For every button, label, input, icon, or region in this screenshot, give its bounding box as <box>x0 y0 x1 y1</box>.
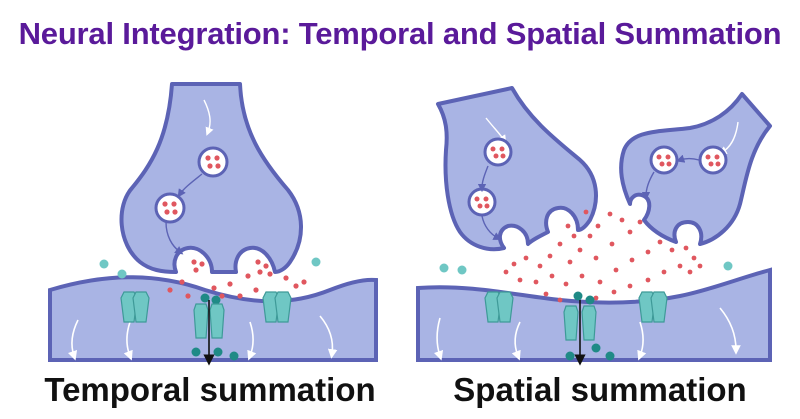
spatial-caption: Spatial summation <box>453 371 747 408</box>
synaptic-vesicle-icon <box>197 146 229 178</box>
ion-channel-icon <box>120 291 150 323</box>
presynaptic-terminal-icon <box>619 92 772 246</box>
neurotransmitter-molecules <box>503 209 703 303</box>
page-title: Neural Integration: Temporal and Spatial… <box>18 16 782 51</box>
synaptic-vesicle-icon <box>698 145 728 175</box>
ions <box>439 261 733 361</box>
ion-channel-icon <box>484 291 514 323</box>
current-flow-arrows <box>433 307 741 361</box>
presynaptic-terminal-icon <box>119 82 303 274</box>
synaptic-vesicle-icon <box>649 145 679 175</box>
ion-channel-icon <box>563 305 597 341</box>
ion-channel-icon <box>638 291 668 323</box>
synaptic-vesicle-icon <box>483 137 513 167</box>
temporal-panel <box>48 82 378 366</box>
ion-channel-icon <box>262 291 292 323</box>
synaptic-vesicle-icon <box>154 192 186 224</box>
current-flow-arrows <box>67 315 338 361</box>
spatial-panel <box>416 86 772 366</box>
synaptic-vesicle-icon <box>467 187 497 217</box>
presynaptic-terminal-icon <box>436 86 598 252</box>
ion-channel-icon <box>193 303 225 339</box>
neurotransmitter-molecules <box>167 259 307 299</box>
temporal-caption: Temporal summation <box>44 371 376 408</box>
ions <box>99 257 321 361</box>
